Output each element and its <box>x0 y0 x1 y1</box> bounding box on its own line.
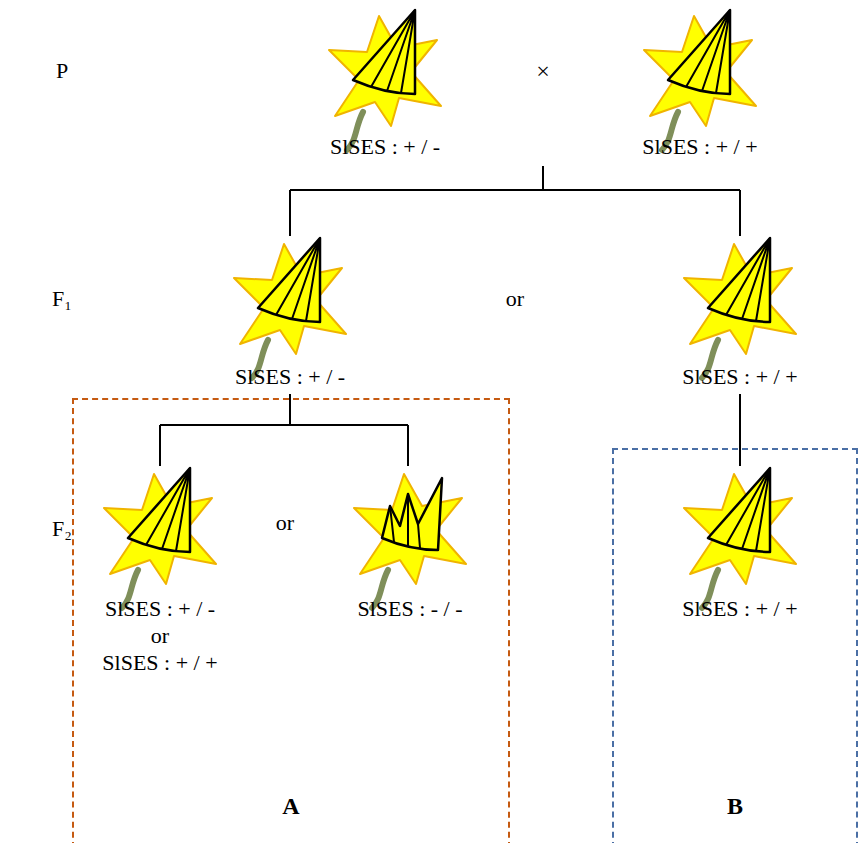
group-letter: B <box>727 792 743 820</box>
generation-label: F₁ <box>52 286 72 312</box>
genotype-label: SlSES : + / + <box>102 650 217 676</box>
generation-label: F₂ <box>52 516 72 542</box>
genotype-label: SlSES : + / + <box>642 134 757 160</box>
genotype-label: SlSES : + / + <box>682 596 797 622</box>
group-box: B <box>612 448 858 843</box>
genotype-label: SlSES : + / + <box>682 364 797 390</box>
genotype-label: SlSES : - / - <box>357 596 462 622</box>
genotype-label: SlSES : + / - <box>105 596 215 622</box>
or-label: or <box>506 286 524 312</box>
genotype-label: SlSES : + / - <box>330 134 440 160</box>
genotype-label: SlSES : + / - <box>235 364 345 390</box>
group-letter: A <box>282 792 299 820</box>
cross-symbol: × <box>536 58 550 84</box>
or-label: or <box>151 623 169 649</box>
or-label: or <box>276 510 294 536</box>
generation-label: P <box>56 58 68 84</box>
